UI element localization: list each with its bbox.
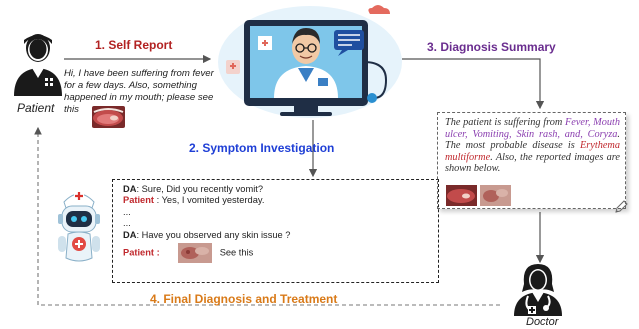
chat-colon: :: [154, 247, 160, 257]
chat-text: : Yes, I vomited yesterday.: [154, 195, 264, 205]
step-self-report-label: 1. Self Report: [95, 38, 172, 52]
patient-avatar-icon: [10, 30, 66, 100]
chat-ellipsis: ...: [123, 218, 438, 229]
patient-label: Patient: [17, 101, 54, 115]
chat-text: : Have you observed any skin issue ?: [136, 230, 290, 240]
symptom-investigation-chat: DA: Sure, Did you recently vomit? Patien…: [112, 179, 439, 283]
speaker-da: DA: [123, 230, 136, 240]
summary-skin-photo: [480, 185, 511, 206]
summary-images: [446, 185, 511, 211]
pencil-icon: [614, 200, 628, 214]
chat-line-patient: Patient : See this: [123, 243, 438, 263]
step-diagnosis-summary-label: 3. Diagnosis Summary: [427, 40, 556, 54]
chat-text: : Sure, Did you recently vomit?: [136, 184, 263, 194]
step-symptom-investigation-label: 2. Symptom Investigation: [189, 141, 334, 155]
chat-ellipsis: ...: [123, 207, 438, 218]
chat-line-patient: Patient : Yes, I vomited yesterday.: [123, 195, 438, 206]
chat-line-da: DA: Sure, Did you recently vomit?: [123, 184, 438, 195]
symptom-fever: Fever,: [565, 117, 590, 128]
doctor-avatar-icon: [508, 262, 568, 316]
skin-rash-photo: [178, 243, 212, 263]
speaker-patient: Patient: [123, 247, 154, 257]
step-final-diagnosis-label: 4. Final Diagnosis and Treatment: [150, 292, 337, 306]
symptom-coryza: Coryza: [588, 129, 618, 140]
symptom-conjunction: and,: [565, 129, 583, 140]
chat-text: See this: [220, 247, 254, 257]
speaker-da: DA: [123, 184, 136, 194]
symptom-skin-rash: Skin rash,: [516, 129, 559, 140]
summary-text: The patient is suffering from: [445, 117, 565, 128]
chat-line-da: DA: Have you observed any skin issue ?: [123, 230, 438, 241]
summary-mouth-photo: [446, 185, 477, 206]
speaker-patient: Patient: [123, 195, 154, 205]
mouth-ulcer-photo: [92, 106, 125, 128]
arrow-diagnosis-summary: [402, 59, 540, 108]
doctor-monitor-illustration: [214, 2, 406, 120]
nurse-robot-icon: [52, 186, 106, 268]
doctor-label: Doctor: [526, 316, 558, 328]
symptom-vomiting: Vomiting,: [472, 129, 511, 140]
